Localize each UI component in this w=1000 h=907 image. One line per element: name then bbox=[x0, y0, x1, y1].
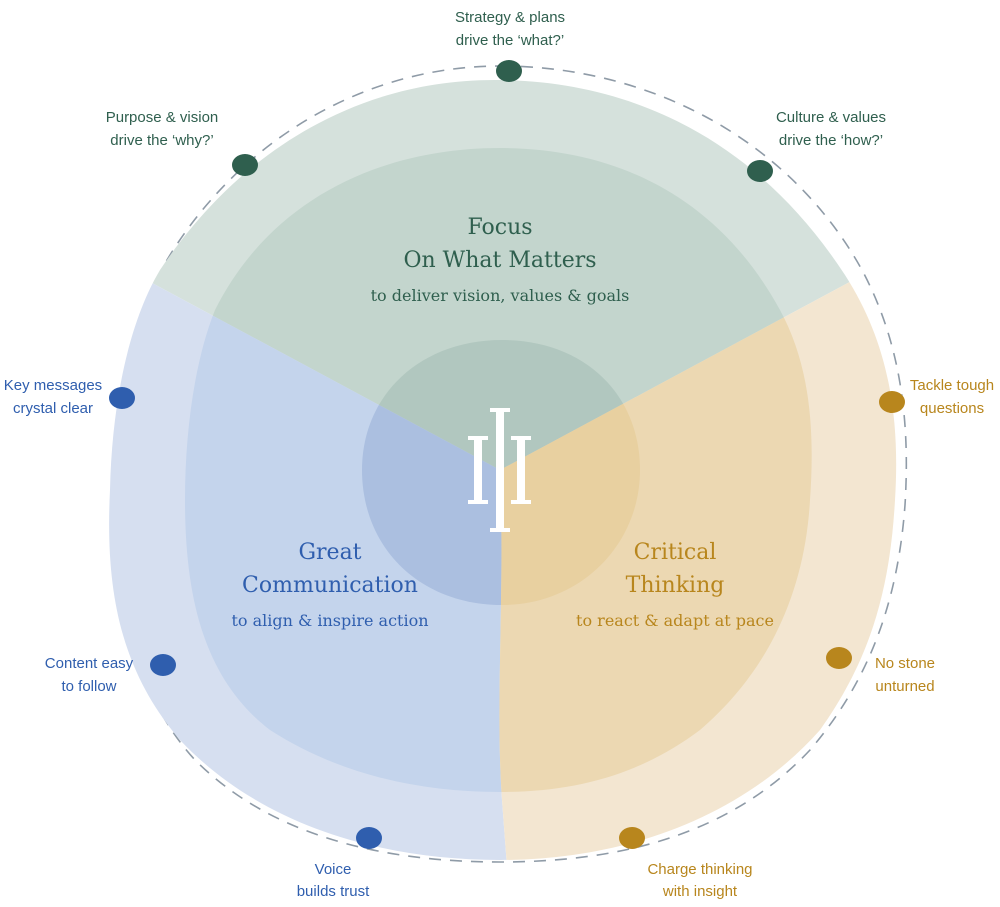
point-tackle: Tackle tough questions bbox=[879, 377, 994, 417]
point-key-messages: Key messages crystal clear bbox=[4, 377, 135, 417]
point-label-line1: No stone bbox=[875, 655, 935, 672]
center-logo-icon bbox=[468, 408, 531, 532]
point-dot bbox=[619, 827, 645, 849]
point-no-stone: No stone unturned bbox=[826, 647, 935, 695]
thinking-core-segment bbox=[499, 340, 640, 605]
point-dot bbox=[496, 60, 522, 82]
point-purpose: Purpose & vision drive the ‘why?’ bbox=[106, 109, 258, 176]
point-dot bbox=[747, 160, 773, 182]
point-label-line2: crystal clear bbox=[13, 400, 93, 417]
communication-title-line1: Great bbox=[298, 540, 361, 565]
communication-title-line2: Communication bbox=[242, 573, 418, 598]
point-label-line1: Tackle tough bbox=[910, 377, 994, 394]
point-label-line1: Content easy bbox=[45, 655, 134, 672]
point-label-line1: Purpose & vision bbox=[106, 109, 219, 126]
focus-inner-segment bbox=[185, 148, 812, 470]
point-content: Content easy to follow bbox=[45, 654, 176, 695]
focus-title-line2: On What Matters bbox=[403, 248, 596, 273]
core-segments bbox=[362, 340, 640, 605]
point-dot bbox=[879, 391, 905, 413]
point-label-line2: unturned bbox=[875, 678, 934, 695]
thinking-section-text: Critical Thinking to react & adapt at pa… bbox=[576, 540, 774, 630]
point-label-line1: Voice bbox=[315, 861, 352, 878]
point-label-line1: Culture & values bbox=[776, 109, 886, 126]
point-label-line2: drive the ‘how?’ bbox=[779, 132, 883, 149]
point-label-line2: with insight bbox=[662, 883, 738, 900]
point-dot bbox=[232, 154, 258, 176]
focus-title-line1: Focus bbox=[467, 215, 532, 240]
point-label-line1: Key messages bbox=[4, 377, 102, 394]
point-dot bbox=[109, 387, 135, 409]
point-culture: Culture & values drive the ‘how?’ bbox=[747, 109, 886, 182]
thinking-subtitle: to react & adapt at pace bbox=[576, 611, 774, 630]
point-label-line1: Charge thinking bbox=[647, 861, 752, 878]
point-dot bbox=[826, 647, 852, 669]
thinking-title-line1: Critical bbox=[634, 540, 717, 565]
point-label-line2: builds trust bbox=[297, 883, 370, 900]
point-label-line2: drive the ‘why?’ bbox=[110, 132, 213, 149]
point-voice: Voice builds trust bbox=[297, 827, 382, 900]
point-label-line2: to follow bbox=[61, 678, 116, 695]
point-label-line2: drive the ‘what?’ bbox=[456, 32, 564, 49]
point-dot bbox=[150, 654, 176, 676]
communication-section-text: Great Communication to align & inspire a… bbox=[231, 540, 428, 630]
communication-subtitle: to align & inspire action bbox=[231, 611, 428, 630]
point-label-line1: Strategy & plans bbox=[455, 9, 565, 26]
focus-subtitle: to deliver vision, values & goals bbox=[371, 286, 630, 305]
thinking-title-line2: Thinking bbox=[626, 573, 725, 598]
point-charge: Charge thinking with insight bbox=[619, 827, 753, 900]
point-label-line2: questions bbox=[920, 400, 984, 417]
focus-section-text: Focus On What Matters to deliver vision,… bbox=[371, 215, 630, 305]
point-strategy: Strategy & plans drive the ‘what?’ bbox=[455, 9, 565, 82]
point-dot bbox=[356, 827, 382, 849]
